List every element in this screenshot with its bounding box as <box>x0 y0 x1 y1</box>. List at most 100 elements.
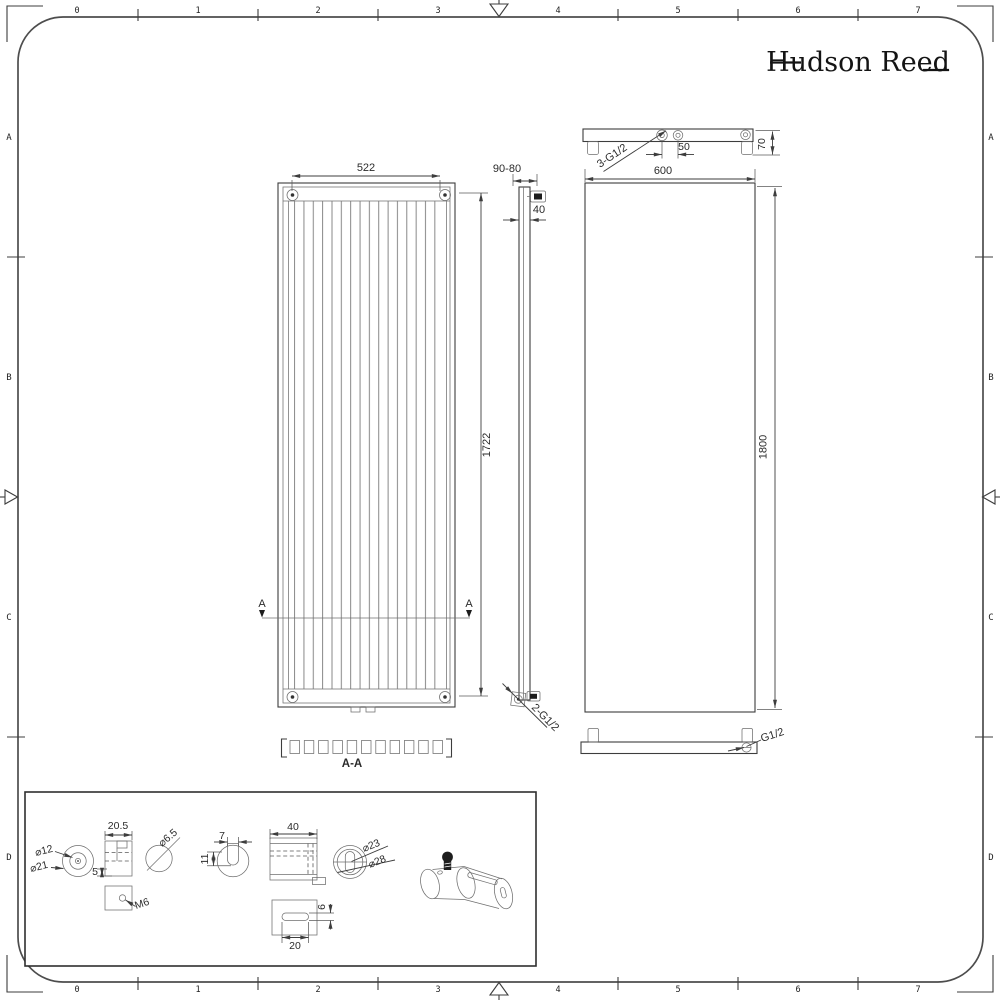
panel-flutes <box>294 201 442 689</box>
fitting-nut: M6 <box>104 885 151 912</box>
ruler-number: 0 <box>74 985 79 995</box>
ruler-number: 1 <box>195 985 200 995</box>
dim-text-plate-slot-height: 6 <box>316 904 328 910</box>
zone-letter: B <box>6 373 11 383</box>
ruler-number: 6 <box>795 985 800 995</box>
front-view: 522 1722 A A <box>258 162 493 770</box>
dimension-front-height: 1722 <box>459 192 493 697</box>
screw-icon <box>439 189 451 201</box>
zone-letter: A <box>988 133 994 143</box>
dim-text-top-depth: 70 <box>756 138 768 150</box>
dim-text-front-height: 1722 <box>481 433 493 457</box>
top-view: 3-G1/2 50 70 <box>582 128 780 172</box>
dimension-tapping-spacing: 50 <box>646 141 694 159</box>
ruler-number: 1 <box>195 6 200 16</box>
fitting-slot-plate: 6 20 <box>271 899 334 952</box>
zone-letter: A <box>6 133 12 143</box>
screw-icon <box>439 691 451 703</box>
ruler-number: 7 <box>915 6 920 16</box>
screw-icon <box>286 189 299 201</box>
dim-text-panel-depth: 40 <box>533 204 545 216</box>
zone-letter: D <box>988 853 993 863</box>
dimension-wall-distance: 90-80 <box>493 163 538 186</box>
ruler-number: 4 <box>555 985 560 995</box>
wall-foot <box>587 141 599 155</box>
ruler-top: 0 1 2 3 4 5 6 7 <box>74 6 920 16</box>
dim-text-bush-width: 20.5 <box>108 820 129 832</box>
ruler-number: 2 <box>315 6 320 16</box>
ruler-number: 5 <box>675 6 680 16</box>
dimension-front-width: 522 <box>291 162 441 191</box>
bracket-top-slot <box>467 872 498 886</box>
centering-mark-right <box>981 489 1000 505</box>
bracket-screw-icon <box>442 851 453 870</box>
section-cut-line: A A <box>258 598 473 619</box>
dim-text-clip-depth: 11 <box>199 853 211 864</box>
bottom-tab <box>365 706 376 713</box>
rear-view: 600 1800 G1/2 <box>580 165 786 755</box>
section-view: A-A <box>280 738 453 770</box>
ruler-number: 5 <box>675 985 680 995</box>
wall-foot <box>741 728 753 743</box>
dim-text-body-width: 40 <box>287 821 299 833</box>
dimension-top-depth: 70 <box>752 130 780 156</box>
zone-letter: D <box>6 853 11 863</box>
zone-letter: C <box>6 613 11 623</box>
fittings-panel: ⌀12 ⌀21 20.5 5 ⌀6.5 <box>24 791 537 967</box>
section-squares <box>289 740 443 754</box>
dim-text-front-width: 522 <box>357 162 375 174</box>
ruler-number: 4 <box>555 6 560 16</box>
fitting-clip: 7 11 <box>199 830 252 878</box>
fitting-isometric-bracket <box>420 851 514 910</box>
fittings-panel-border <box>24 791 537 967</box>
dimension-panel-depth: 40 <box>503 204 546 222</box>
bottom-connections-callout: 2-G1/2 <box>502 683 561 734</box>
side-view: 90-80 40 2-G1/2 <box>493 163 561 734</box>
dim-text-washer-outer: ⌀21 <box>29 859 50 875</box>
dim-text-rear-width: 600 <box>654 165 672 177</box>
section-mark-right: A <box>465 598 473 610</box>
dim-text-bush-step: 5 <box>92 866 98 878</box>
screw-icon <box>286 691 299 703</box>
callout-text-connection: G1/2 <box>759 726 785 745</box>
section-arrow-icon <box>466 610 472 618</box>
ruler-number: 7 <box>915 985 920 995</box>
ruler-ticks <box>7 9 993 990</box>
zone-letters-right: A B C D <box>988 133 994 863</box>
corner-mark-bottom-left <box>6 955 43 993</box>
bottom-tab <box>350 706 361 713</box>
dimension-rear-width: 600 <box>584 165 756 182</box>
section-label: A-A <box>342 758 362 770</box>
section-arrow-icon <box>259 610 265 618</box>
dim-text-wall-distance: 90-80 <box>493 163 521 175</box>
wall-foot <box>741 141 753 155</box>
ruler-number: 0 <box>74 6 79 16</box>
brand-logo: Hudson Reed <box>766 47 950 78</box>
dim-text-clip-width: 7 <box>219 830 225 842</box>
wall-foot <box>587 728 599 743</box>
corner-mark-top-right <box>957 5 994 42</box>
ruler-bottom: 0 1 2 3 4 5 6 7 <box>74 985 920 995</box>
centering-mark-left <box>0 489 19 505</box>
dimension-rear-height: 1800 <box>757 186 782 710</box>
centering-mark-bottom <box>488 981 510 1000</box>
ruler-number: 6 <box>795 6 800 16</box>
callout-text-bottom-connections: 2-G1/2 <box>529 702 561 734</box>
dim-text-tapping-spacing: 50 <box>678 141 690 153</box>
ruler-number: 3 <box>435 6 440 16</box>
dim-text-plate-slot-length: 20 <box>289 940 301 952</box>
rear-bottom-bar <box>580 728 758 755</box>
dim-text-washer-inner: ⌀12 <box>34 843 55 859</box>
fitting-bracket-body: 40 <box>269 821 326 885</box>
fitting-washer: ⌀12 ⌀21 <box>29 843 94 877</box>
fitting-bush: 20.5 5 <box>92 820 133 878</box>
corner-mark-bottom-right <box>957 955 994 993</box>
dim-text-rear-height: 1800 <box>758 435 770 459</box>
bracket-face-slot <box>499 887 507 899</box>
dim-text-nut-thread: M6 <box>133 896 151 912</box>
air-vent-plug-icon <box>527 190 546 203</box>
tapping-icon <box>672 130 684 141</box>
section-mark-left: A <box>258 598 266 610</box>
